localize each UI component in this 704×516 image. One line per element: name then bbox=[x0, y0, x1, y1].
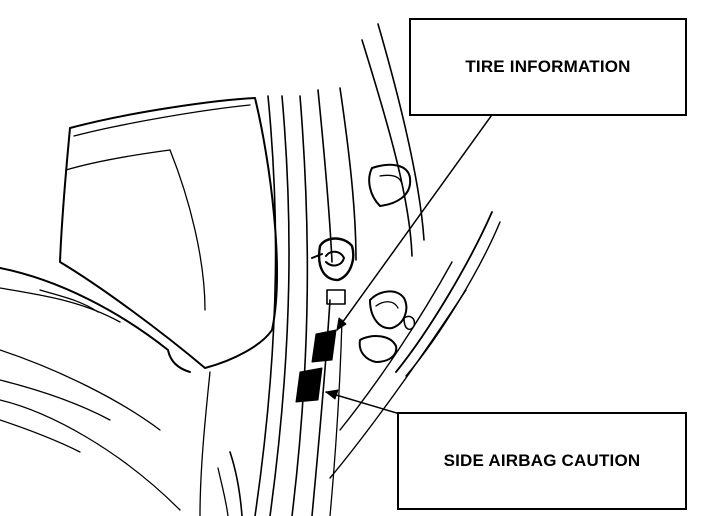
door-hinges bbox=[358, 163, 416, 363]
door-striker bbox=[311, 237, 355, 305]
seat-cushion bbox=[0, 267, 211, 516]
door-pillar bbox=[217, 23, 425, 516]
side-airbag-caution-callout: SIDE AIRBAG CAUTION bbox=[397, 412, 687, 510]
tire-information-callout: TIRE INFORMATION bbox=[409, 18, 687, 116]
leader-lines bbox=[325, 111, 495, 415]
door-edge bbox=[329, 211, 501, 479]
seat-back bbox=[59, 97, 278, 369]
side-airbag-caution-label: SIDE AIRBAG CAUTION bbox=[443, 451, 641, 470]
pillar-labels bbox=[295, 329, 337, 403]
tire-information-label: TIRE INFORMATION bbox=[465, 57, 631, 76]
